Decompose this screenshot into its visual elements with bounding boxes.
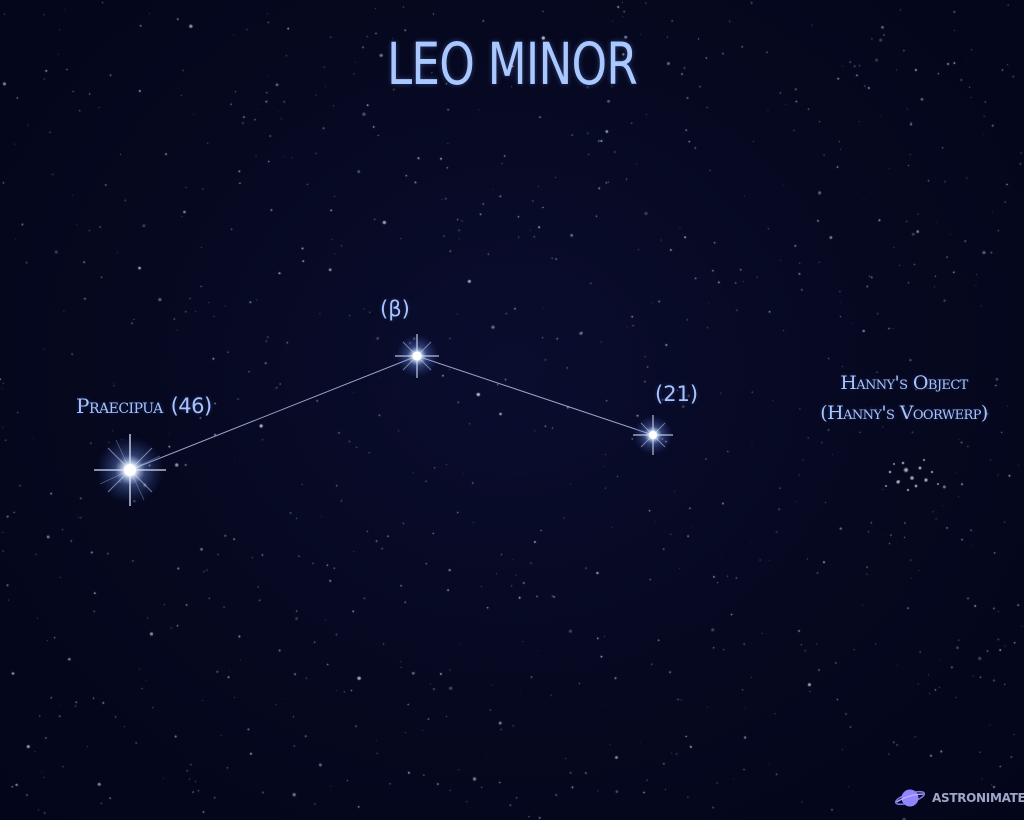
object-alt-name: (Hanny's Voorwerp): [820, 402, 988, 424]
star-21: [633, 415, 673, 455]
star-beta: [395, 334, 439, 378]
star-label-21: (21): [655, 382, 699, 406]
brand-name: ASTRONIMATE: [932, 791, 1024, 805]
star-label-beta: (β): [380, 297, 410, 321]
object-label: Hanny's Object (Hanny's Voorwerp): [804, 368, 1004, 428]
hannys-object-cluster: [884, 458, 940, 492]
star-praecipua: [94, 434, 166, 506]
star-name: Praecipua: [76, 394, 163, 418]
planet-icon: [894, 789, 926, 807]
star-label-praecipua: Praecipua (46): [76, 394, 212, 418]
constellation-line: [129, 355, 418, 471]
object-name: Hanny's Object: [840, 372, 968, 394]
star-number: (46): [170, 394, 213, 418]
constellation-line: [416, 355, 654, 436]
constellation-title: LEO MINOR: [386, 30, 638, 98]
brand-logo: ASTRONIMATE: [893, 786, 1024, 810]
